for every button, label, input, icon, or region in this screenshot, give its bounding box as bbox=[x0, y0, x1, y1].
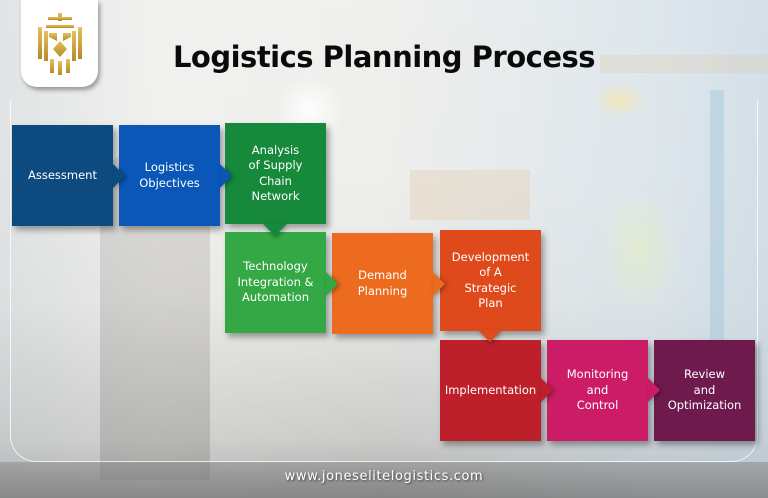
arrow-down-icon bbox=[478, 330, 502, 342]
content-panel-border bbox=[10, 100, 758, 462]
arrow-right-icon bbox=[541, 378, 553, 402]
step-demand-planning: Demand Planning bbox=[332, 233, 433, 334]
step-label: Implementation bbox=[444, 382, 537, 397]
footer-strip bbox=[0, 462, 768, 498]
step-monitoring-control: Monitoring and Control bbox=[547, 340, 648, 441]
step-label: Development of A Strategic Plan bbox=[451, 249, 530, 311]
step-logistics-objectives: Logistics Objectives bbox=[119, 125, 220, 226]
arrow-right-icon bbox=[433, 272, 445, 296]
arrow-right-icon bbox=[220, 164, 232, 188]
step-review-optimization: Review and Optimization bbox=[654, 340, 755, 441]
step-label: Analysis of Supply Chain Network bbox=[248, 142, 303, 204]
step-label: Monitoring and Control bbox=[566, 367, 629, 413]
step-label: Review and Optimization bbox=[667, 367, 742, 413]
logo-card bbox=[21, 0, 98, 87]
lion-crest-icon bbox=[37, 12, 82, 75]
step-label: Logistics Objectives bbox=[139, 160, 200, 190]
step-label: Demand Planning bbox=[357, 268, 408, 298]
arrow-right-icon bbox=[648, 378, 660, 402]
step-strategic-plan: Development of A Strategic Plan bbox=[440, 230, 541, 331]
step-analysis-supply-chain: Analysis of Supply Chain Network bbox=[225, 123, 326, 224]
website-url[interactable]: www.joneselitelogistics.com bbox=[284, 469, 484, 484]
background-rack bbox=[710, 90, 724, 410]
background-shelf bbox=[600, 55, 768, 73]
step-label: Technology Integration & Automation bbox=[237, 259, 314, 305]
arrow-right-icon bbox=[326, 272, 338, 296]
page-title: Logistics Planning Process bbox=[172, 40, 596, 74]
arrow-down-icon bbox=[263, 224, 287, 236]
step-technology-integration: Technology Integration & Automation bbox=[225, 232, 326, 333]
step-implementation: Implementation bbox=[440, 340, 541, 441]
step-assessment: Assessment bbox=[12, 125, 113, 226]
background-boxes bbox=[410, 170, 530, 220]
arrow-right-icon bbox=[113, 164, 125, 188]
step-label: Assessment bbox=[28, 167, 97, 182]
